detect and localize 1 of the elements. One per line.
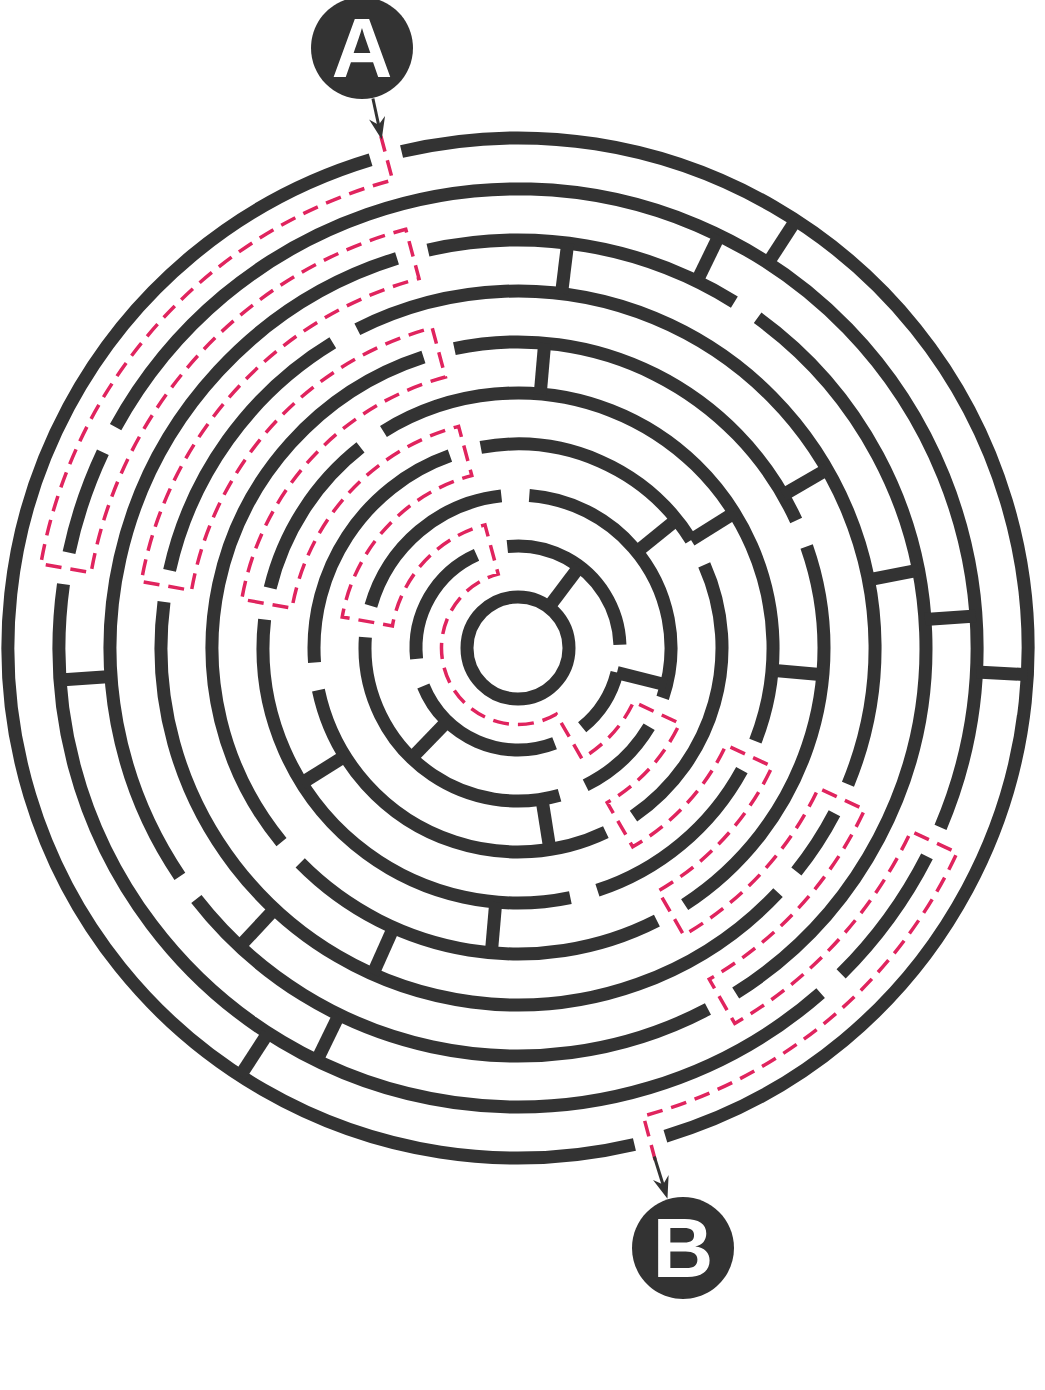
maze-drawing <box>1 131 1035 1165</box>
